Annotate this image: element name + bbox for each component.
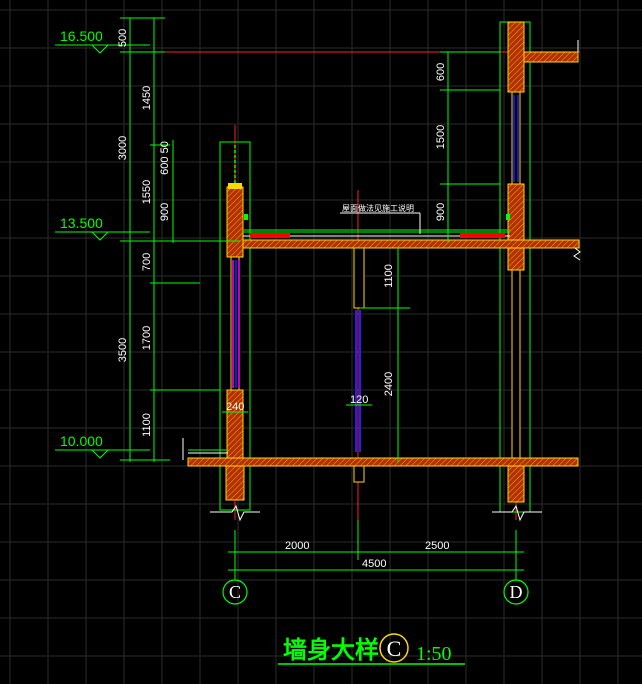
dim-1100-left: 1100 <box>141 413 153 437</box>
dim-1500: 1500 <box>435 125 447 149</box>
dim-3000: 3000 <box>117 136 129 160</box>
dim-240: 240 <box>226 401 244 413</box>
bottom-dimension-lines <box>228 520 524 580</box>
dim-3500: 3500 <box>117 338 129 362</box>
dim-1700: 1700 <box>141 326 153 350</box>
level-13500: 13.500 <box>60 215 103 231</box>
dim-1100-mid: 1100 <box>383 264 395 288</box>
wall-c <box>219 141 251 511</box>
wall-d <box>499 21 579 513</box>
dim-1450: 1450 <box>141 86 153 110</box>
level-16500: 16.500 <box>60 28 103 44</box>
level-markers <box>55 44 150 459</box>
title-bubble-label: C <box>387 636 402 661</box>
partition-mid <box>353 247 365 483</box>
left-dimension-lines <box>120 17 240 462</box>
dim-120: 120 <box>350 394 368 406</box>
dim-4500: 4500 <box>362 558 386 570</box>
dim-900-right: 900 <box>435 203 447 221</box>
axis-label-c: C <box>229 582 241 602</box>
axis-bubble-d <box>503 579 529 605</box>
dim-2500: 2500 <box>425 540 449 552</box>
title-bubble <box>379 633 409 663</box>
drawing-scale: 1:50 <box>416 643 452 665</box>
axis-label-d: D <box>510 582 523 602</box>
dim-2400: 2400 <box>383 372 395 396</box>
slab-roof: 屋面做法见施工说明 <box>242 203 581 261</box>
dim-900-left: 900 <box>159 203 171 221</box>
level-10000: 10.000 <box>60 433 103 449</box>
dim-1550: 1550 <box>141 180 153 204</box>
drawing-title: 墙身大样 <box>283 636 379 664</box>
dim-500: 500 <box>117 29 129 47</box>
slab-floor <box>182 438 579 522</box>
dim-2000: 2000 <box>285 540 309 552</box>
right-dimension-lines <box>360 51 500 462</box>
dim-700: 700 <box>141 253 153 271</box>
dim-600-right: 600 <box>435 63 447 81</box>
roof-note: 屋面做法见施工说明 <box>342 203 414 213</box>
dim-600-50: 600 50 <box>159 141 171 175</box>
axis-bubble-c <box>222 579 248 605</box>
